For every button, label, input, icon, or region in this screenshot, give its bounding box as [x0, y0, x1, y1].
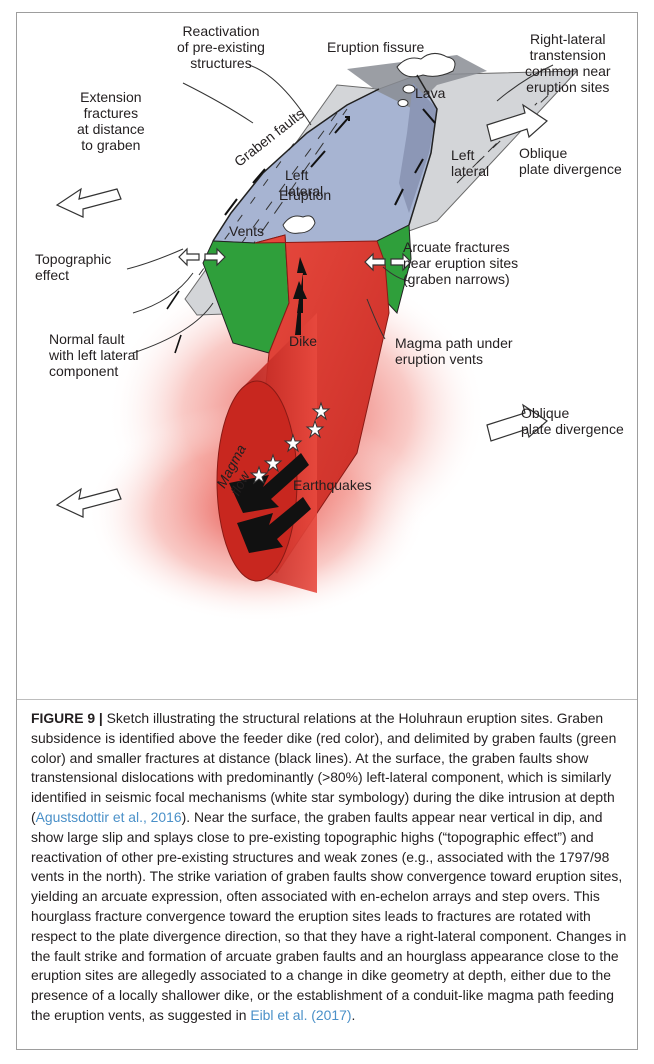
caption-text-part-2: ). Near the surface, the graben faults a…	[31, 809, 626, 1023]
caption-divider	[17, 699, 637, 700]
label-magma-path: Magma path under eruption vents	[395, 335, 513, 367]
label-right-lateral: Right-lateral transtension common near e…	[525, 31, 611, 95]
label-reactivation: Reactivation of pre-existing structures	[177, 23, 265, 71]
fissure-lava-1	[397, 53, 455, 76]
label-eruption-fissure: Eruption fissure	[327, 39, 424, 55]
label-dike: Dike	[289, 333, 317, 349]
label-eruption: Eruption	[279, 187, 331, 203]
figure-caption: FIGURE 9 | Sketch illustrating the struc…	[31, 709, 627, 1026]
caption-text-part-1: Sketch illustrating the structural relat…	[31, 710, 616, 825]
caption-figure-label: FIGURE 9 |	[31, 710, 103, 726]
figure-sketch: Reactivation of pre-existing structures …	[17, 13, 639, 673]
label-lava: Lava	[415, 85, 445, 101]
label-normal-fault: Normal fault with left lateral component	[49, 331, 138, 379]
label-topographic-effect: Topographic effect	[35, 251, 111, 283]
caption-text-part-3: .	[351, 1007, 355, 1023]
label-vents: Vents	[229, 223, 264, 239]
lava-blob-2	[398, 100, 408, 107]
label-earthquakes: Earthquakes	[293, 477, 372, 493]
citation-link-eibl[interactable]: Eibl et al. (2017)	[250, 1007, 351, 1023]
label-left-lateral-2: Left lateral	[451, 147, 489, 179]
small-arrow-left	[179, 249, 199, 265]
citation-link-agustsdottir[interactable]: Agustsdottir et al., 2016	[36, 809, 182, 825]
lava-blob-1	[403, 85, 415, 93]
figure-panel: Reactivation of pre-existing structures …	[16, 12, 638, 1050]
label-arcuate-fractures: Arcuate fractures near eruption sites (g…	[403, 239, 518, 287]
label-extension-fractures: Extension fractures at distance to grabe…	[77, 89, 145, 153]
label-oblique-divergence-2: Oblique plate divergence	[521, 405, 624, 437]
divergence-arrow-nw	[57, 189, 121, 217]
label-oblique-divergence-1: Oblique plate divergence	[519, 145, 622, 177]
